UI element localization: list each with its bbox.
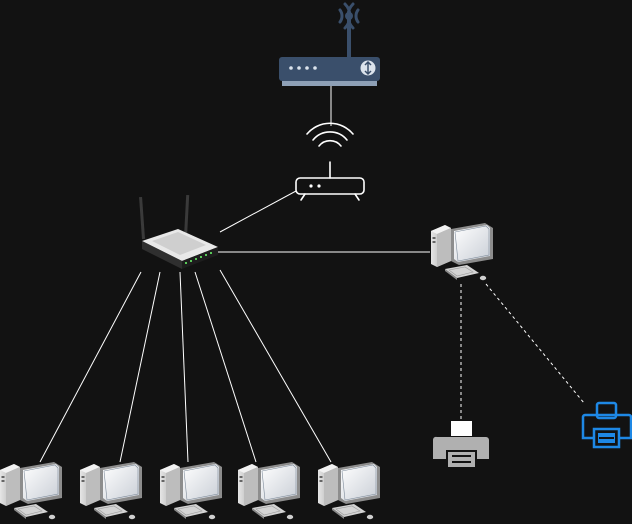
edge-wifi-router-access-point (219, 190, 297, 233)
connection-lines (39, 86, 585, 463)
desktop-computer-icon[interactable] (79, 461, 143, 520)
desktop-computer-icon[interactable] (0, 461, 63, 520)
desktop-computer-icon[interactable] (430, 222, 494, 281)
edge-access-point-pc-1 (39, 271, 142, 463)
edge-access-point-pc-5 (219, 269, 332, 463)
edge-access-point-pc-4 (194, 271, 257, 463)
desktop-computer-icon[interactable] (159, 461, 223, 520)
desktop-computer-icon[interactable] (317, 461, 381, 520)
modem-with-antenna-icon[interactable] (279, 2, 380, 86)
edge-access-point-pc-2 (119, 271, 161, 463)
edge-server-printer-blue (485, 283, 585, 404)
edge-access-point-pc-3 (179, 271, 189, 463)
access-point-icon[interactable] (139, 195, 218, 269)
printer-icon[interactable] (432, 421, 489, 469)
desktop-computer-icon[interactable] (237, 461, 301, 520)
wifi-router-icon[interactable] (295, 122, 365, 201)
printer-icon[interactable] (581, 401, 632, 449)
